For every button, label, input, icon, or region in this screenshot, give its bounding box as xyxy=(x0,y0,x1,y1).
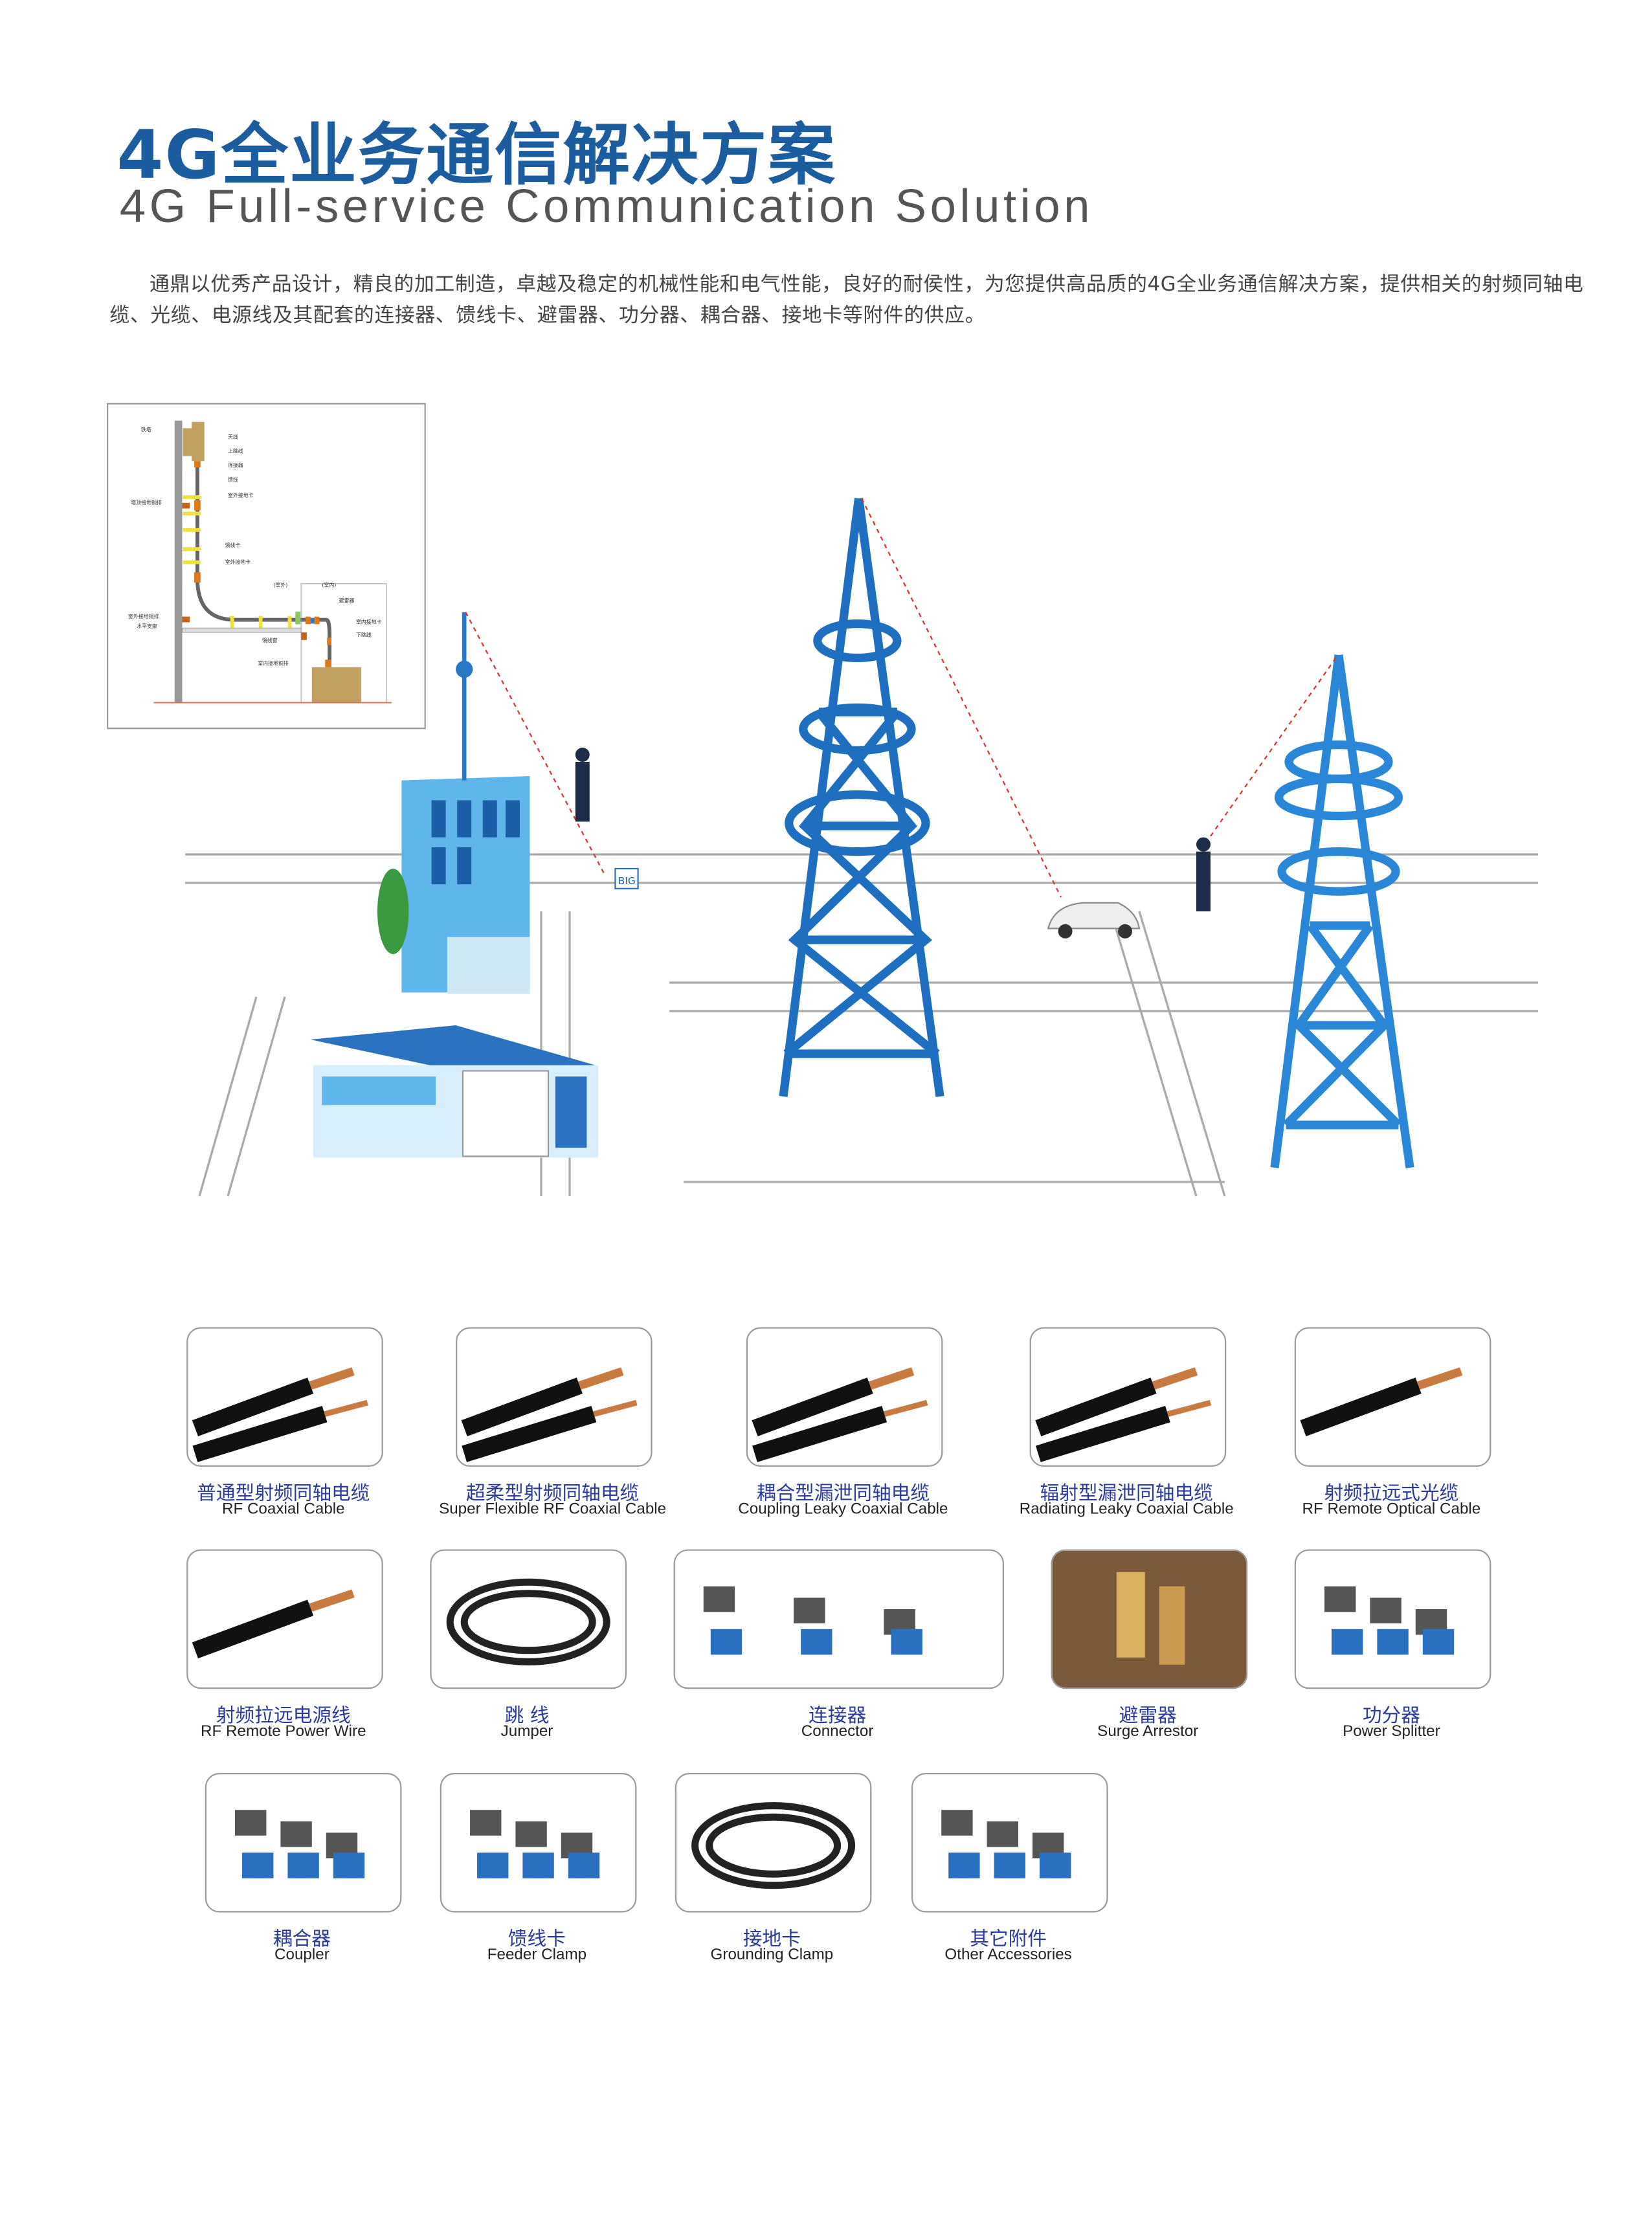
grounding-clamp-image-icon xyxy=(676,1802,870,1911)
flex-coax-cable-image-icon xyxy=(457,1367,651,1465)
sign-text: BIG xyxy=(618,875,636,887)
product-name-en: Power Splitter xyxy=(1343,1723,1440,1741)
tower-right xyxy=(1270,654,1414,1168)
product-card[interactable] xyxy=(1029,1327,1227,1467)
product-name-cn: 辐射型漏泄同轴电缆 xyxy=(1040,1482,1213,1506)
network-scene-illustration: BIG xyxy=(171,470,1652,1225)
product-name-en: Grounding Clamp xyxy=(710,1946,834,1964)
diagram-label: 室内接地卡 xyxy=(356,619,382,625)
product-name-en: RF Coaxial Cable xyxy=(221,1500,345,1519)
product-name-en: Coupler xyxy=(274,1946,329,1964)
feeder-clamp-image-icon xyxy=(441,1810,635,1911)
product-name-en: Radiating Leaky Coaxial Cable xyxy=(1019,1500,1234,1519)
coax-cable-image-icon xyxy=(188,1367,381,1465)
diagram-label: 天线 xyxy=(228,434,238,440)
product-name-cn: 普通型射频同轴电缆 xyxy=(197,1482,370,1506)
product-name-cn: 耦合型漏泄同轴电缆 xyxy=(756,1482,930,1506)
product-card[interactable] xyxy=(911,1773,1108,1913)
surge-arrestor-image-icon xyxy=(1052,1550,1246,1687)
product-card[interactable] xyxy=(746,1327,943,1467)
power-splitter-image-icon xyxy=(1296,1586,1490,1687)
building xyxy=(377,612,530,994)
product-card[interactable] xyxy=(440,1773,637,1913)
product-card[interactable] xyxy=(1294,1549,1491,1689)
product-name-cn: 避雷器 xyxy=(1119,1704,1177,1728)
accessories-image-icon xyxy=(913,1810,1106,1911)
product-name-en: RF Remote Optical Cable xyxy=(1302,1500,1481,1519)
diagram-label: 室外接地卡 xyxy=(225,559,251,566)
tower-center xyxy=(779,498,944,1097)
product-card[interactable] xyxy=(430,1549,627,1689)
sign: BIG xyxy=(614,867,639,889)
product-name-cn: 连接器 xyxy=(809,1704,867,1728)
connectors-image-icon xyxy=(675,1586,1003,1687)
product-name-cn: 射频拉远式光缆 xyxy=(1324,1482,1459,1506)
product-card[interactable] xyxy=(186,1327,383,1467)
product-name-en: Jumper xyxy=(500,1723,553,1741)
diagram-label: 塔顶接地铜排 xyxy=(131,500,162,506)
diagram-label: 铁塔 xyxy=(140,427,151,433)
product-card[interactable] xyxy=(186,1549,383,1689)
intro-paragraph: 通鼎以优秀产品设计，精良的加工制造，卓越及稳定的机械性能和电气性能，良好的耐侯性… xyxy=(109,273,1584,328)
diagram-label: 馈线 xyxy=(228,477,238,483)
people xyxy=(575,748,1211,911)
car xyxy=(1047,902,1141,939)
page-title: 4G全业务通信解决方案 xyxy=(117,117,837,195)
product-name-cn: 馈线卡 xyxy=(508,1928,566,1951)
diagram-label: 室外接地卡 xyxy=(228,493,254,498)
jumper-image-icon xyxy=(432,1578,625,1687)
product-name-en: Feeder Clamp xyxy=(487,1946,587,1964)
diagram-label: (室外) xyxy=(273,582,288,588)
product-name-cn: 功分器 xyxy=(1362,1704,1420,1728)
product-name-cn: 超柔型射频同轴电缆 xyxy=(465,1482,640,1506)
signal-lines xyxy=(465,498,1337,898)
product-name-en: Coupling Leaky Coaxial Cable xyxy=(738,1500,948,1519)
product-card[interactable] xyxy=(673,1549,1004,1689)
diagram-label: 室内接地铜排 xyxy=(258,660,289,667)
diagram-label: 水平支架 xyxy=(137,623,157,630)
product-name-cn: 跳 线 xyxy=(504,1704,550,1728)
leaky-cable-image-icon xyxy=(748,1367,941,1465)
product-name-cn: 接地卡 xyxy=(742,1928,801,1951)
diagram-label: (室内) xyxy=(322,582,337,588)
diagram-label: 馈线窗 xyxy=(262,638,278,644)
product-name-en: Other Accessories xyxy=(944,1946,1072,1964)
product-name-cn: 射频拉远电源线 xyxy=(216,1704,351,1728)
product-card[interactable] xyxy=(675,1773,872,1913)
installation-diagram-drawing xyxy=(153,420,392,704)
product-card[interactable] xyxy=(456,1327,653,1467)
optical-cable-image-icon xyxy=(1296,1367,1490,1465)
installation-diagram: 铁塔 天线 上跳线 连接器 馈线 室外接地卡 塔顶接地铜排 馈线卡 室外接地卡 … xyxy=(107,403,426,729)
diagram-label: 下跳线 xyxy=(356,632,372,638)
power-wire-image-icon xyxy=(188,1589,381,1687)
diagram-label: 馈线卡 xyxy=(225,542,241,548)
product-name-en: RF Remote Power Wire xyxy=(201,1723,366,1741)
diagram-label: 连接器 xyxy=(228,463,243,469)
product-card[interactable] xyxy=(1294,1327,1491,1467)
diagram-label: 室外接地铜排 xyxy=(128,614,159,619)
product-card[interactable] xyxy=(1051,1549,1248,1689)
product-name-en: Super Flexible RF Coaxial Cable xyxy=(439,1500,667,1519)
product-name-en: Connector xyxy=(801,1723,874,1741)
coupler-image-icon xyxy=(206,1810,400,1911)
network-scene-drawing: BIG xyxy=(185,498,1539,1197)
radiating-cable-image-icon xyxy=(1031,1367,1225,1465)
product-name-cn: 其它附件 xyxy=(970,1928,1047,1951)
diagram-label: 避雷器 xyxy=(339,598,355,604)
page-subtitle: 4G Full-service Communication Solution xyxy=(119,179,1094,232)
product-name-en: Surge Arrestor xyxy=(1097,1723,1199,1741)
diagram-label: 上跳线 xyxy=(228,449,243,454)
product-card[interactable] xyxy=(205,1773,402,1913)
product-name-cn: 耦合器 xyxy=(273,1928,331,1951)
warehouse xyxy=(310,1025,598,1158)
